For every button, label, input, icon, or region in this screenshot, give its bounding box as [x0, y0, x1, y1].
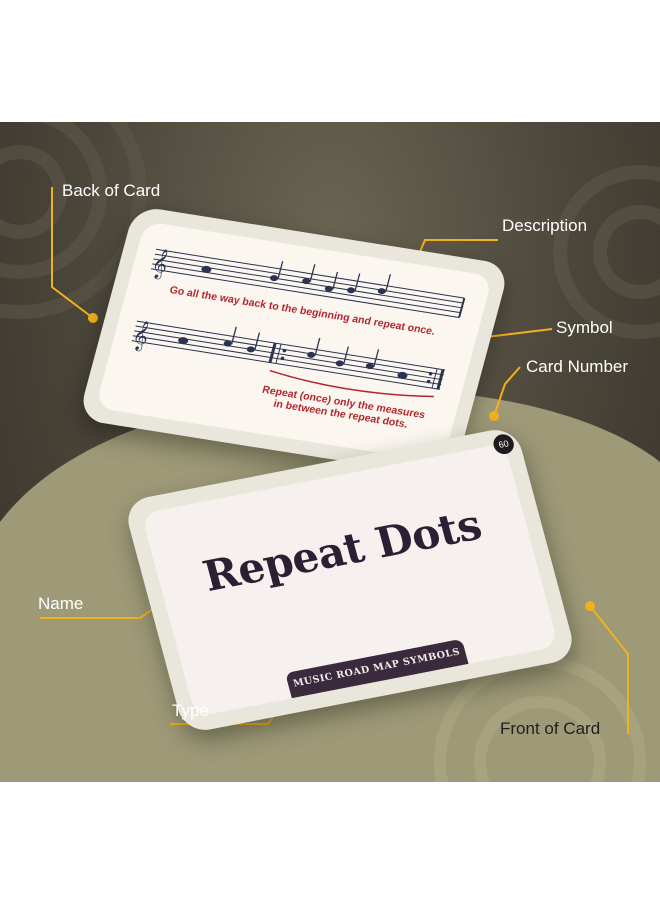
card-name: Repeat Dots	[197, 499, 487, 601]
front-of-card-label: Front of Card	[500, 719, 601, 738]
decorative-rings-top-left	[0, 122, 147, 319]
product-scene: 𝄞	[0, 122, 660, 782]
back-of-card-label: Back of Card	[62, 181, 161, 200]
card-number-line	[493, 366, 521, 417]
back-card: 𝄞	[77, 205, 511, 479]
back-of-card-dot	[88, 313, 98, 323]
decorative-rings-top-right	[553, 165, 660, 339]
back-of-card-line	[51, 187, 94, 319]
sheet-music: 𝄞	[129, 247, 466, 398]
svg-text:𝄞: 𝄞	[129, 319, 152, 352]
card-number-dot	[489, 411, 499, 421]
repeat-bracket	[269, 369, 434, 398]
description-label: Description	[502, 216, 588, 235]
back-card-face: 𝄞	[95, 221, 493, 463]
front-of-card-line	[589, 605, 629, 734]
front-of-card-dot	[585, 601, 595, 611]
symbol-label: Symbol	[556, 318, 613, 337]
svg-text:𝄞: 𝄞	[148, 247, 171, 280]
card-number-label: Card Number	[526, 357, 629, 376]
name-label: Name	[38, 594, 84, 613]
type-label: Type	[172, 701, 209, 720]
